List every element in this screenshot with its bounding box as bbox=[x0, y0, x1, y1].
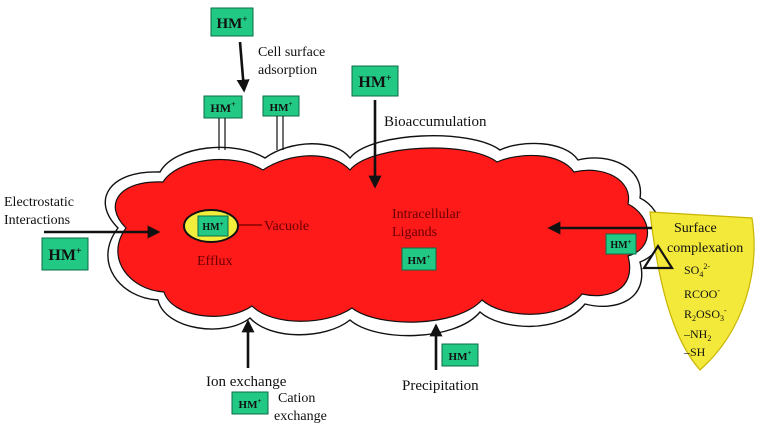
hm-badge-complexation: HM+ bbox=[605, 233, 637, 255]
svg-text:HM+: HM+ bbox=[48, 246, 82, 264]
hm-badge-intracellular: HM+ bbox=[401, 247, 437, 271]
precipitation-label: Precipitation bbox=[402, 378, 479, 394]
cell-surface-adsorption-label: Cell surface adsorption bbox=[258, 45, 329, 78]
shield-triangle-icon bbox=[641, 243, 675, 270]
hm-badge-precipitation: HM+ bbox=[441, 343, 479, 367]
svg-text:HM+: HM+ bbox=[449, 349, 472, 363]
bioaccumulation-label: Bioaccumulation bbox=[384, 114, 487, 130]
surface-complexation-label: Surface complexation bbox=[667, 221, 743, 256]
adsorption-arrow bbox=[236, 41, 250, 93]
functional-group-carboxylate: RCOO- bbox=[684, 286, 720, 301]
functional-group-sulfate: SO42- bbox=[684, 262, 710, 279]
efflux-label: Efflux bbox=[197, 254, 233, 269]
functional-group-sulfonate: R2OSO3- bbox=[684, 306, 727, 323]
svg-text:HM+: HM+ bbox=[358, 73, 392, 91]
electrostatic-interactions-label: Electrostatic Interactions bbox=[4, 195, 77, 228]
hm-badge-bioaccumulation: HM+ bbox=[351, 65, 399, 97]
hm-badge-top: HM+ bbox=[210, 7, 254, 37]
functional-group-thiol: –SH bbox=[683, 345, 706, 359]
svg-text:HM+: HM+ bbox=[610, 238, 631, 251]
hm-badge-adsorbed-right: HM+ bbox=[262, 95, 300, 150]
svg-text:HM+: HM+ bbox=[210, 100, 236, 115]
svg-text:HM+: HM+ bbox=[270, 100, 293, 114]
intracellular-ligands-label: Intracellular Ligands bbox=[392, 207, 464, 240]
hm-badge-ion-exchange: HM+ bbox=[231, 391, 269, 415]
svg-text:HM+: HM+ bbox=[217, 14, 248, 32]
hm-badge-vacuole: HM+ bbox=[197, 215, 229, 237]
hm-badge-electrostatic: HM+ bbox=[41, 237, 89, 271]
svg-text:HM+: HM+ bbox=[239, 397, 262, 411]
hm-badge-adsorbed-left: HM+ bbox=[203, 95, 243, 150]
svg-text:HM+: HM+ bbox=[408, 253, 431, 267]
surface-complexation-shield bbox=[649, 211, 755, 371]
cation-exchange-label: Cation exchange bbox=[274, 391, 327, 424]
vacuole-label: Vacuole bbox=[264, 219, 309, 234]
ion-exchange-label: Ion exchange bbox=[206, 374, 287, 390]
cell-body bbox=[114, 147, 649, 323]
functional-group-amine: –NH2 bbox=[683, 327, 711, 343]
svg-text:HM+: HM+ bbox=[202, 220, 223, 233]
